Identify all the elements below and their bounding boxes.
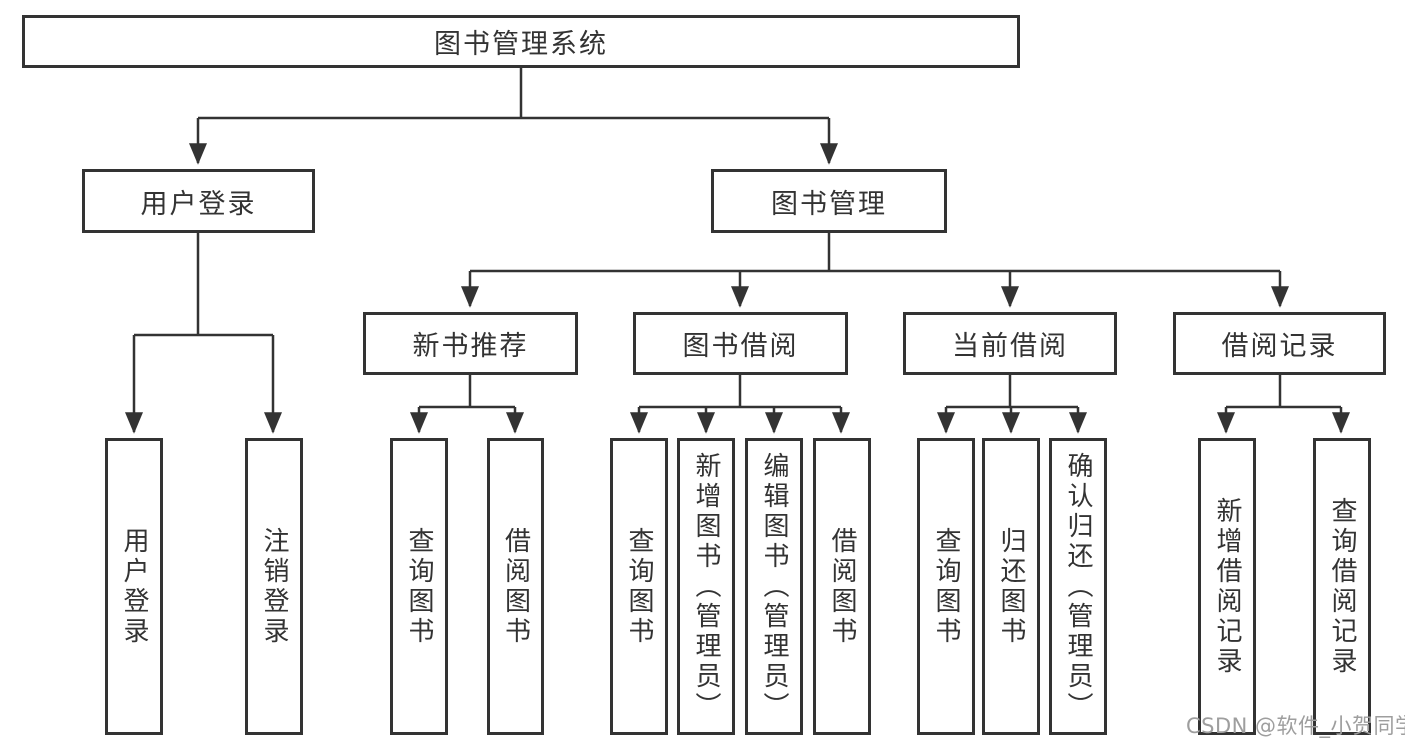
leaf-add-borrow-record: 新增借阅记录: [1198, 438, 1256, 735]
node-borrow-records: 借阅记录: [1173, 312, 1386, 375]
node-label: 确认归还（管理员）: [1063, 451, 1093, 722]
leaf-edit-book-admin: 编辑图书（管理员）: [745, 438, 803, 735]
leaf-query-books-2: 查询图书: [610, 438, 668, 735]
node-label: 归还图书: [996, 526, 1026, 647]
leaf-confirm-return-admin: 确认归还（管理员）: [1049, 438, 1107, 735]
node-label: 用户登录: [119, 526, 149, 647]
csdn-watermark: CSDN @软件_小贺同学: [1186, 714, 1405, 738]
node-label: 注销登录: [259, 526, 289, 647]
leaf-add-book-admin: 新增图书（管理员）: [677, 438, 735, 735]
node-label: 用户登录: [140, 188, 257, 220]
node-label: 查询图书: [931, 526, 961, 647]
leaf-query-books-1: 查询图书: [390, 438, 448, 735]
leaf-user-login: 用户登录: [105, 438, 163, 735]
node-label: 借阅图书: [500, 526, 531, 647]
node-book-management: 图书管理: [711, 169, 947, 233]
node-current-borrowing: 当前借阅: [903, 312, 1117, 375]
node-book-borrowing: 图书借阅: [633, 312, 848, 375]
node-label: 图书借阅: [682, 331, 799, 362]
leaf-borrow-books-1: 借阅图书: [487, 438, 544, 735]
node-label: 借阅图书: [827, 526, 857, 647]
node-label: 借阅记录: [1221, 331, 1338, 362]
node-new-book-recommend: 新书推荐: [363, 312, 578, 375]
node-label: 当前借阅: [952, 331, 1068, 362]
leaf-logout: 注销登录: [245, 438, 303, 735]
node-label: 图书管理: [771, 188, 887, 220]
node-library-system: 图书管理系统: [22, 15, 1020, 68]
node-label: 图书管理系统: [434, 29, 608, 60]
node-label: 查询图书: [624, 526, 654, 647]
node-label: 新书推荐: [412, 331, 529, 362]
leaf-borrow-books-2: 借阅图书: [813, 438, 871, 735]
node-label: 查询借阅记录: [1327, 496, 1357, 677]
node-user-login: 用户登录: [82, 169, 315, 233]
leaf-return-book: 归还图书: [982, 438, 1040, 735]
node-label: 新增借阅记录: [1212, 496, 1242, 677]
node-label: 查询图书: [404, 526, 434, 647]
leaf-query-books-3: 查询图书: [917, 438, 975, 735]
node-label: 编辑图书（管理员）: [759, 451, 789, 722]
leaf-query-borrow-record: 查询借阅记录: [1313, 438, 1371, 735]
node-label: 新增图书（管理员）: [691, 451, 721, 722]
